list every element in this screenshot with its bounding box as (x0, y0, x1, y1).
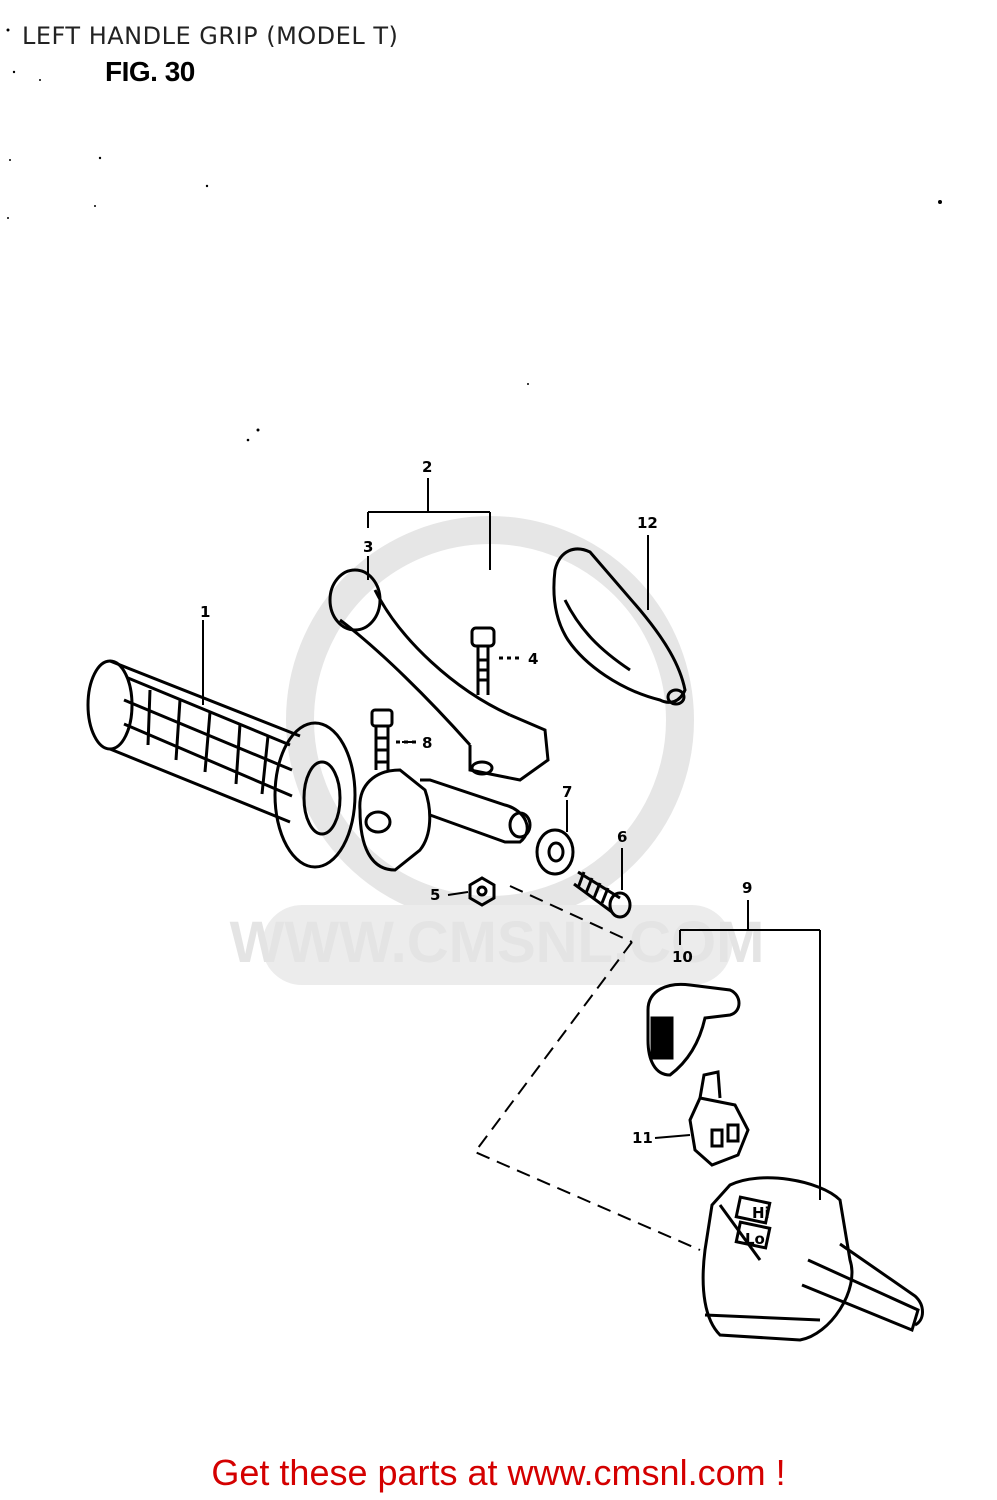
part-9-switch-housing (701, 1176, 924, 1342)
page-title: LEFT HANDLE GRIP (MODEL T) (22, 22, 399, 50)
callout-9: 9 (742, 879, 752, 897)
callout-3: 3 (363, 538, 373, 556)
callout-10: 10 (672, 948, 693, 966)
part-11-contact-plate (688, 1070, 750, 1167)
figure-label: FIG. 30 (105, 56, 195, 87)
get-parts-link[interactable]: Get these parts at www.cmsnl.com ! (211, 1452, 786, 1493)
watermark-text: WWW.CMSNL.COM (230, 910, 765, 975)
leader-lines (202, 478, 821, 1251)
callout-8: 8 (422, 734, 432, 752)
part-3-clutch-lever (328, 568, 550, 782)
callout-4: 4 (528, 650, 538, 668)
switch-label-hi: Hi (752, 1204, 770, 1222)
callout-6: 6 (617, 828, 627, 846)
part-2-lever-holder (358, 768, 532, 872)
callout-5: 5 (430, 886, 440, 904)
part-5-nut (468, 876, 496, 907)
part-8-screw (370, 708, 418, 770)
callout-1: 1 (200, 603, 210, 621)
callout-12: 12 (637, 514, 658, 532)
switch-label-lo: Lo (745, 1230, 765, 1248)
callout-7: 7 (562, 783, 572, 801)
part-1-handle-grip (86, 659, 357, 869)
part-6-adjuster-bolt (573, 870, 632, 919)
part-12-lever-cover (552, 547, 687, 706)
callout-11: 11 (632, 1129, 653, 1147)
watermark: WWW.CMSNL.COM (230, 516, 765, 985)
part-10-switch-knob (646, 982, 741, 1077)
part-7-washer (535, 828, 575, 876)
callout-2: 2 (422, 458, 432, 476)
scan-noise (6, 28, 942, 442)
part-4-lever-bolt (470, 626, 522, 695)
